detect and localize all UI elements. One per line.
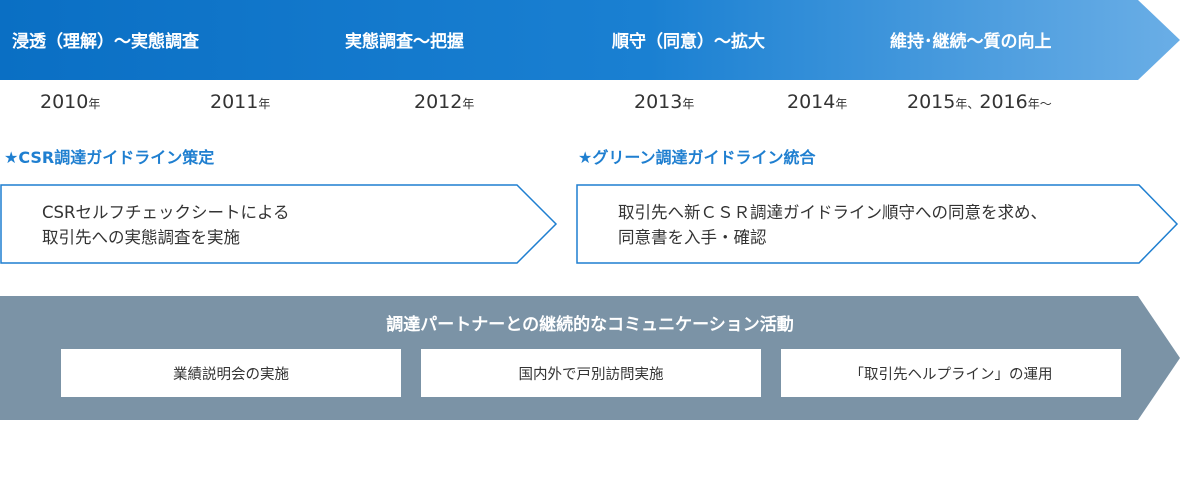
phase-label-maintenance: 維持･継続～質の向上 bbox=[890, 32, 1052, 52]
year-2015-2016: 2015年、2016年～ bbox=[907, 91, 1052, 113]
activity-helpline: 「取引先ヘルプライン」の運用 bbox=[781, 349, 1121, 397]
initiative-text-green: 取引先へ新ＣＳＲ調達ガイドライン順守への同意を求め、 同意書を入手・確認 bbox=[618, 200, 1047, 250]
phase-label-compliance: 順守（同意）～拡大 bbox=[612, 32, 765, 52]
phase-timeline-banner bbox=[0, 0, 1180, 80]
initiative-text-line: CSRセルフチェックシートによる bbox=[42, 203, 290, 222]
initiative-text-csr: CSRセルフチェックシートによる 取引先への実態調査を実施 bbox=[42, 200, 289, 250]
arrow-outline bbox=[0, 184, 558, 264]
arrow-outline bbox=[576, 184, 1179, 264]
year-2014: 2014年 bbox=[787, 91, 848, 113]
communication-title: 調達パートナーとの継続的なコミュニケーション活動 bbox=[386, 315, 794, 335]
initiative-text-line: 取引先への実態調査を実施 bbox=[42, 228, 240, 247]
initiative-text-line: 取引先へ新ＣＳＲ調達ガイドライン順守への同意を求め、 bbox=[618, 203, 1047, 222]
phase-label-penetration: 浸透（理解）～実態調査 bbox=[12, 32, 199, 52]
phase-label-survey: 実態調査～把握 bbox=[345, 32, 464, 52]
year-2012: 2012年 bbox=[414, 91, 475, 113]
year-2013: 2013年 bbox=[634, 91, 695, 113]
initiative-heading-green: ★グリーン調達ガイドライン統合 bbox=[578, 148, 816, 167]
initiative-box-csr: CSRセルフチェックシートによる 取引先への実態調査を実施 bbox=[0, 184, 560, 264]
year-2010: 2010年 bbox=[40, 91, 101, 113]
initiative-box-green: 取引先へ新ＣＳＲ調達ガイドライン順守への同意を求め、 同意書を入手・確認 bbox=[576, 184, 1180, 264]
activity-briefing: 業績説明会の実施 bbox=[61, 349, 401, 397]
initiative-heading-csr: ★CSR調達ガイドライン策定 bbox=[4, 148, 215, 167]
activity-visits: 国内外で戸別訪問実施 bbox=[421, 349, 761, 397]
initiative-text-line: 同意書を入手・確認 bbox=[618, 228, 767, 247]
year-2011: 2011年 bbox=[210, 91, 271, 113]
